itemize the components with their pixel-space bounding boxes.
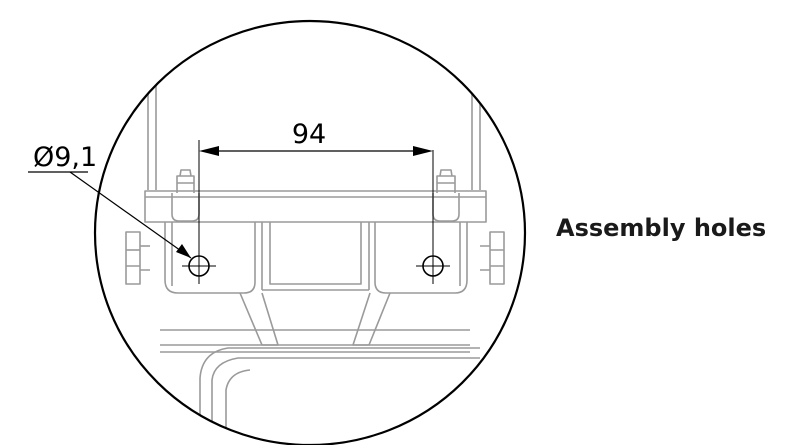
spacing-dimension-label: 94 [292, 119, 326, 150]
detail-circle [93, 19, 527, 445]
assembly-hole-right [416, 150, 450, 284]
dimension-arrow-left [199, 146, 219, 156]
hole-diameter-leader: Ø9,1 [28, 142, 192, 259]
bracket-part [125, 21, 505, 445]
assembly-holes-caption: Assembly holes [556, 214, 767, 242]
spacing-dimension: 94 [198, 119, 433, 180]
dimension-arrow-right [413, 146, 433, 156]
assembly-hole-left [182, 172, 216, 284]
hole-diameter-label: Ø9,1 [33, 142, 97, 173]
